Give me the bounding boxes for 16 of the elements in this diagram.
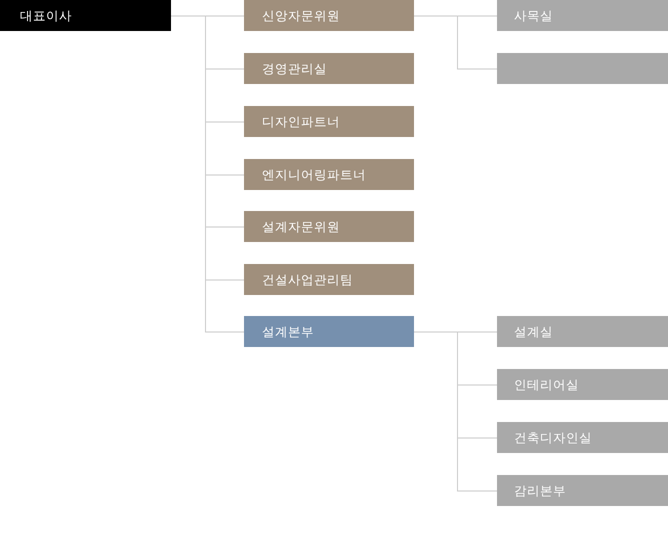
department-box: 건설사업관리팀 bbox=[244, 264, 414, 295]
department-box: 경영관리실 bbox=[244, 53, 414, 84]
department-box: 설계실 bbox=[497, 316, 668, 347]
department-box: 인테리어실 bbox=[497, 369, 668, 400]
department-box: 설계자문위원 bbox=[244, 211, 414, 242]
connector-line bbox=[414, 16, 498, 70]
department-box: 사목실 bbox=[497, 0, 668, 31]
department-box: 감리본부 bbox=[497, 475, 668, 506]
department-box: 대표이사 bbox=[0, 0, 171, 31]
department-box: 설계본부 bbox=[244, 316, 414, 347]
department-box: 디자인파트너 bbox=[244, 106, 414, 137]
department-box: 건축디자인실 bbox=[497, 422, 668, 453]
department-box: 신앙자문위원 bbox=[244, 0, 414, 31]
department-box bbox=[497, 53, 668, 84]
department-box: 엔지니어링파트너 bbox=[244, 159, 414, 190]
connector-line bbox=[414, 332, 498, 492]
